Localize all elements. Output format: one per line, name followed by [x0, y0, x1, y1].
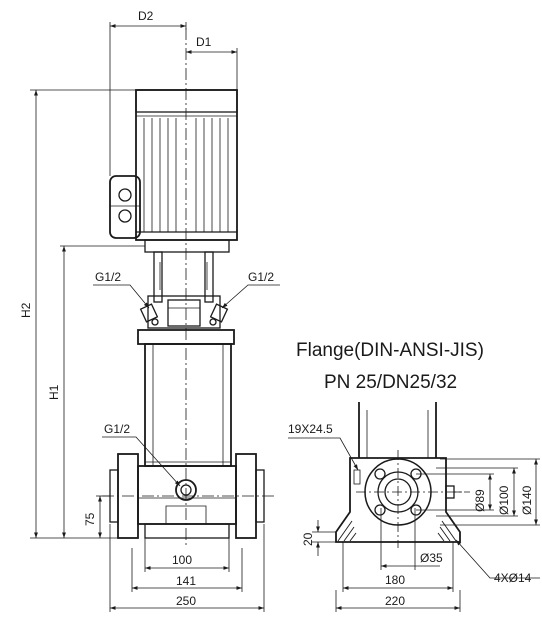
dim-220-label: 220 [385, 594, 405, 608]
dim-100-label: 100 [172, 553, 192, 567]
dim-250-label: 250 [176, 594, 196, 608]
dim-d2-label: D2 [138, 9, 154, 23]
dim-d100-label: Ø100 [497, 485, 511, 515]
dim-180-label: 180 [385, 573, 405, 587]
terminal-box [109, 175, 141, 239]
front-dimensions [30, 22, 280, 612]
side-dimensions [288, 437, 540, 612]
g-right-label: G1/2 [248, 270, 274, 284]
dim-20-label: 20 [301, 532, 315, 546]
front-view [102, 28, 274, 548]
holes-label: 4XØ14 [494, 571, 532, 585]
dim-141-label: 141 [176, 574, 196, 588]
dim-d1-label: D1 [196, 35, 212, 49]
flange-title-line1: Flange(DIN-ANSI-JIS) [296, 340, 484, 361]
dim-h2-label: H2 [19, 302, 33, 318]
g-left-label: G1/2 [95, 270, 121, 284]
pump-barrel [144, 343, 232, 467]
side-view [335, 402, 470, 548]
dim-d140-label: Ø140 [520, 485, 534, 515]
dim-d89-label: Ø89 [473, 489, 487, 512]
dim-d35-label: Ø35 [420, 551, 443, 565]
dim-h1-label: H1 [47, 384, 61, 400]
coupling [139, 251, 229, 329]
g-lower-label: G1/2 [104, 422, 130, 436]
dim-75-label: 75 [83, 512, 97, 526]
motor [135, 89, 238, 253]
flange-title-line2: PN 25/DN25/32 [324, 372, 457, 393]
slot-label: 19X24.5 [288, 422, 333, 436]
